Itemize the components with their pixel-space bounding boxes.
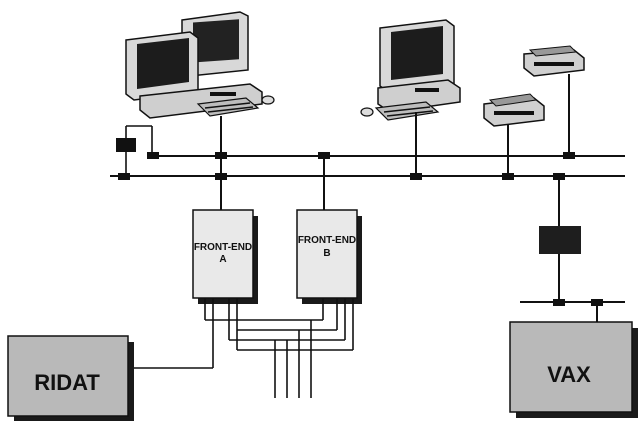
printer-lower-icon — [483, 93, 545, 176]
bridge-icon — [116, 125, 153, 176]
vax-bus — [520, 299, 625, 322]
network-bus — [110, 155, 625, 177]
front-end-b-label: FRONT-END — [298, 235, 356, 246]
repeater-icon — [539, 176, 581, 302]
front-end-a-label: FRONT-END — [194, 242, 252, 253]
vax-label: VAX — [547, 362, 591, 387]
workstation-right-icon — [360, 19, 461, 176]
front-end-a-box: FRONT-END A — [192, 176, 258, 304]
front-end-cabling — [129, 298, 354, 398]
front-end-b-box: FRONT-END B — [296, 156, 362, 304]
front-end-b-sub-label: B — [323, 248, 330, 259]
ridat-box: RIDAT — [7, 335, 134, 421]
ridat-label: RIDAT — [34, 370, 100, 395]
front-end-a-sub-label: A — [219, 254, 226, 265]
printer-upper-icon — [523, 45, 585, 156]
workstation-left-icon — [125, 11, 275, 176]
vax-box: VAX — [509, 321, 638, 418]
